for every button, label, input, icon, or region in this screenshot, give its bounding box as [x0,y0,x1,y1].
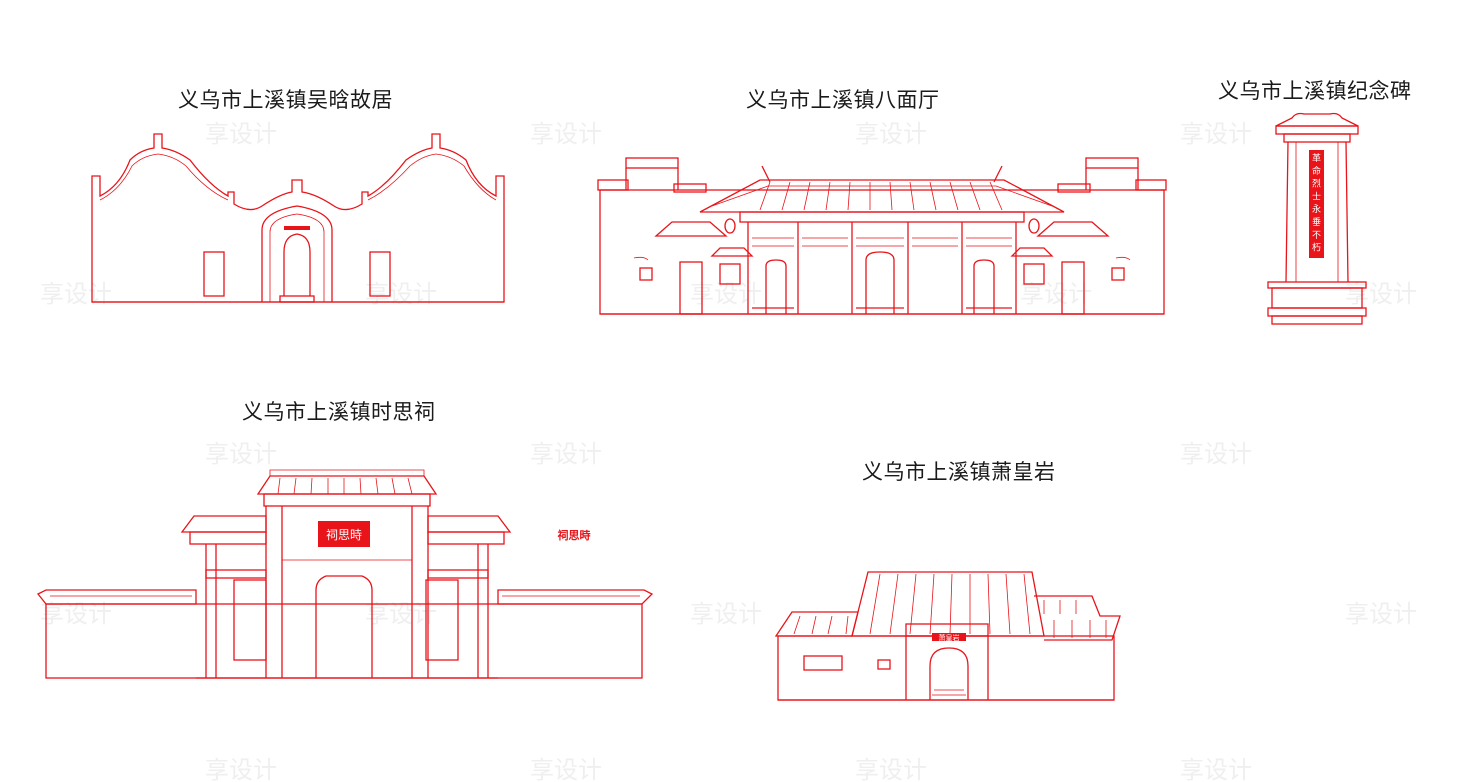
memorial-inscription-char: 永 [1312,203,1321,215]
watermark: 享设计 [365,280,437,308]
caption-shisi-shrine: 义乌市上溪镇时思祠 [242,400,436,424]
shrine-plaque-text: 祠思時 [326,528,362,542]
memorial-inscription-char: 朽 [1312,242,1321,254]
memorial-inscription-char: 垂 [1312,216,1321,228]
watermark: 享设计 [855,120,927,148]
watermark: 享设计 [530,440,602,468]
caption-wu-han-residence: 义乌市上溪镇吴晗故居 [178,88,393,112]
caption-xiaohuang-rock: 义乌市上溪镇萧皇岩 [862,460,1056,484]
watermark: 享设计 [1180,440,1252,468]
shisi-shrine-drawing: 祠思時 祠思時 [36,469,654,679]
memorial-inscription-char: 革 [1312,152,1321,164]
xiaohuang-plaque [932,633,966,641]
watermark: 享设计 [365,600,437,628]
memorial-inscription-char: 士 [1312,190,1321,202]
watermark: 享设计 [690,600,762,628]
watermark: 享设计 [1020,280,1092,308]
watermark: 享设计 [205,756,277,782]
caption-bamian-hall: 义乌市上溪镇八面厅 [746,88,940,112]
watermark: 享设计 [205,120,277,148]
roof-tiles [759,181,1003,211]
watermark: 享设计 [1180,120,1252,148]
bamian-hall-drawing [597,157,1167,315]
watermark: 享设计 [1345,280,1417,308]
watermark: 享设计 [530,120,602,148]
watermark: 享设计 [1180,756,1252,782]
memorial-inscription-char: 烈 [1312,179,1321,190]
memorial-inscription-char: 不 [1312,230,1321,241]
watermark: 享设计 [530,756,602,782]
watermark: 享设计 [1345,600,1417,628]
watermark: 享设计 [40,600,112,628]
watermark: 享设计 [40,280,112,308]
watermark-layer: 享设计 享设计 享设计 享设计 享设计 享设计 享设计 享设计 享设计 享设计 … [40,120,1417,782]
caption-memorial: 义乌市上溪镇纪念碑 [1218,79,1412,103]
memorial-inscription-panel [1309,150,1324,258]
shrine-side-label: 祠思時 [558,528,591,542]
watermark: 享设计 [205,440,277,468]
xiaohuang-rock-drawing: 萧皇岩 [774,571,1121,701]
memorial-inscription-char: 命 [1312,165,1321,177]
wu-han-residence-drawing [91,133,505,303]
watermark: 享设计 [855,756,927,782]
xiaohuang-plaque-text: 萧皇岩 [939,633,960,642]
shrine-plaque [318,521,370,547]
